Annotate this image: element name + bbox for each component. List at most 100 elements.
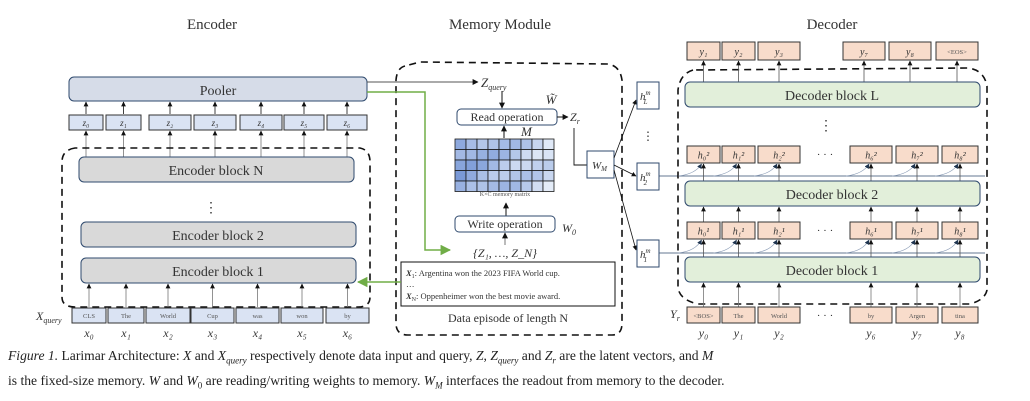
memory-cell (498, 170, 511, 182)
memory-cell (542, 138, 555, 150)
memory-injection-arrow (713, 239, 737, 254)
hidden-h2-box (686, 145, 721, 164)
memory-module-section: Zquery W̃ Read operation Zr M K×C memory… (356, 61, 623, 336)
memory-cell (531, 149, 544, 161)
memory-cell (476, 159, 489, 171)
decoder-block-l (684, 81, 981, 108)
memory-injection-arrow (891, 163, 916, 177)
memory-cell (509, 180, 522, 192)
encoder-input-token (190, 307, 235, 324)
latent-z-box (148, 114, 192, 131)
hidden-h1-box (721, 221, 756, 240)
episode-line-ellipsis: … (406, 279, 415, 289)
hidden-h2-box (849, 145, 893, 164)
encoder-input-token-label: The (121, 313, 131, 320)
memory-cell (454, 180, 467, 192)
h-m-1-box (636, 239, 660, 268)
memory-cell (465, 159, 478, 171)
memory-cell (465, 149, 478, 161)
memory-cell (487, 159, 500, 171)
memory-cell (498, 180, 511, 192)
decoder-output-box (721, 41, 756, 61)
latent-z-box (68, 114, 104, 131)
latent-z-label: z₆ (343, 118, 351, 128)
decoder-input-token-label: World (771, 313, 788, 320)
write-operation-label: Write operation (467, 217, 542, 231)
decoder-position-label: y₇ (911, 326, 922, 340)
memory-cell (454, 138, 467, 150)
decoder-block-1 (684, 256, 981, 283)
decoder-input-token-label: Argen (909, 313, 926, 320)
pooler-box (68, 76, 368, 102)
decoder-input-token (941, 306, 979, 324)
decoder-output-label: y₁ (699, 47, 708, 58)
decoder-output-box (686, 41, 721, 61)
episode-line-1: X1: Argentina won the 2023 FIFA World cu… (405, 268, 560, 280)
latent-z-label: z₀ (82, 118, 90, 128)
memory-injection-arrow (678, 163, 702, 177)
latent-z-label: z₄ (257, 118, 265, 128)
decoder-block-2 (684, 180, 981, 207)
decoder-output-box (842, 41, 886, 61)
encoder-position-label: x₀ (83, 326, 94, 340)
memory-cell (520, 180, 533, 192)
decoder-output-label: y₇ (859, 47, 868, 58)
hidden-h1-label: h₆¹ (865, 227, 876, 238)
decoder-input-token-label: by (868, 313, 875, 320)
memory-matrix-caption: K×C memory matrix (480, 192, 530, 198)
green-pooler-to-zset-arrow (367, 91, 452, 256)
memory-cell (465, 170, 478, 182)
encoder-input-token (280, 307, 324, 324)
figure-label: Figure 1. (8, 348, 59, 363)
decoder-block-2-label: Decoder block 2 (786, 188, 879, 203)
memory-injection-arrow (891, 239, 916, 254)
memory-cell (509, 159, 522, 171)
hidden-h2-label: h₂² (773, 151, 785, 162)
memory-module-container (395, 61, 623, 336)
memory-cell (520, 159, 533, 171)
latent-z-box (193, 114, 237, 131)
memory-cell (454, 149, 467, 161)
memory-injection-arrow (845, 163, 870, 177)
encoder-position-label: x₄ (252, 326, 263, 340)
hidden-h2-label: h₇² (911, 151, 923, 162)
memory-cell (520, 170, 533, 182)
encoder-input-token (235, 307, 280, 324)
x-query-label: Xquery (35, 309, 62, 325)
hidden-h1-label: h₈¹ (954, 227, 965, 238)
hidden-h2-label: h₁² (733, 151, 745, 162)
hidden-h1-ellipsis: · · · (817, 225, 834, 237)
encoder-input-token (325, 307, 370, 324)
decoder-input-token (757, 306, 801, 324)
hidden-h1-label: h₀¹ (698, 227, 709, 238)
memory-cell (476, 180, 489, 192)
encoder-stack-container (61, 147, 371, 308)
memory-cell (487, 180, 500, 192)
memory-cell (454, 170, 467, 182)
hidden-h2-box (721, 145, 756, 164)
memory-cell (542, 149, 555, 161)
latent-z-label: z₂ (166, 118, 174, 128)
memory-cell (542, 180, 555, 192)
encoder-input-token-label: CLS (83, 313, 95, 320)
wm-to-hl-arrow (613, 99, 637, 159)
encoder-input-token-label: World (160, 313, 177, 320)
y-r-label: Yr (670, 307, 681, 323)
memory-cell (509, 138, 522, 150)
memory-cell (531, 159, 544, 171)
memory-injection-arrow (753, 239, 778, 254)
decoder-input-token (721, 306, 756, 324)
decoder-title: Decoder (807, 17, 858, 33)
latent-z-box (326, 114, 368, 131)
latent-z-label: z₅ (300, 118, 308, 128)
encoder-position-label: x₂ (162, 326, 173, 340)
z-set-label: {Z₁, …, Z_N} (473, 246, 537, 260)
hidden-h2-label: h₀² (698, 151, 710, 162)
hidden-h2-box (895, 145, 939, 164)
memory-cell (476, 138, 489, 150)
hidden-h2-box (757, 145, 801, 164)
